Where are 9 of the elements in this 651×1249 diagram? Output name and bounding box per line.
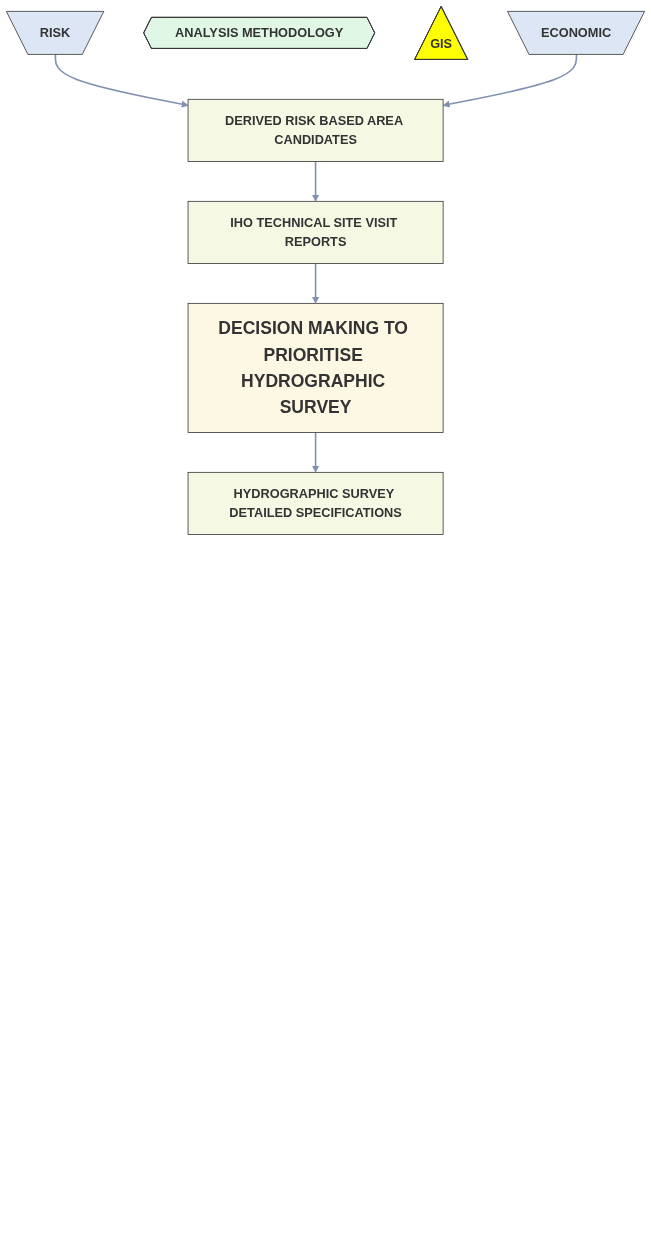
arrow bbox=[312, 262, 320, 304]
node-box: IHO TECHNICAL SITE VISIT REPORTS bbox=[187, 200, 444, 264]
arrow bbox=[312, 160, 320, 202]
arrow bbox=[442, 54, 578, 108]
arrow bbox=[312, 431, 320, 473]
node-box: DECISION MAKING TO PRIORITISE HYDROGRAPHIC SURVEY bbox=[187, 302, 444, 433]
node-box: DERIVED RISK BASED AREA CANDIDATES bbox=[187, 98, 444, 162]
node-box: HYDROGRAPHIC SURVEY DETAILED SPECIFICATIONS bbox=[187, 471, 444, 535]
arrow bbox=[54, 54, 189, 108]
